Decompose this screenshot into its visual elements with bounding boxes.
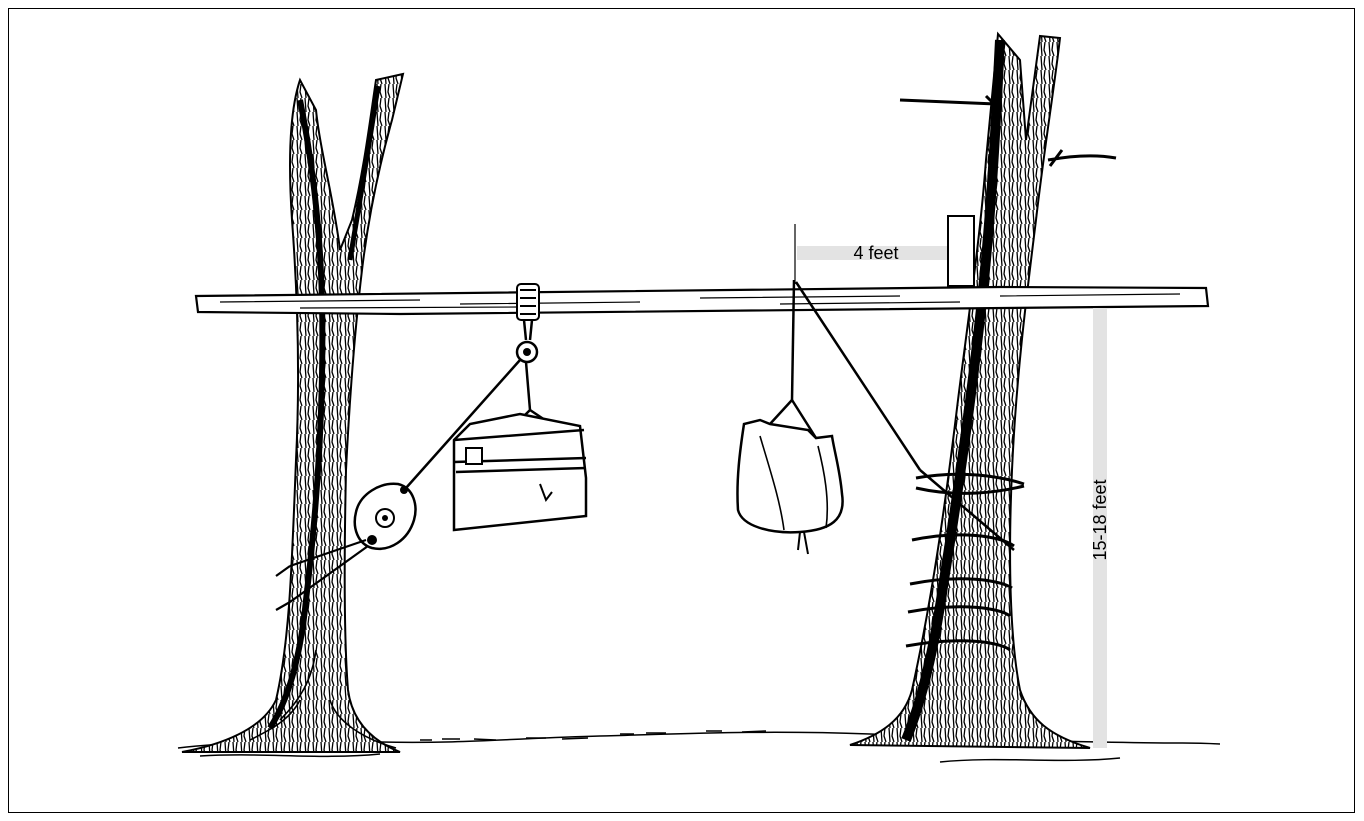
measure-4-feet-label: 4 feet bbox=[853, 243, 898, 263]
left-tree bbox=[182, 74, 403, 752]
pulley-block bbox=[517, 284, 539, 362]
measure-height-label: 15-18 feet bbox=[1090, 479, 1110, 560]
food-cooler bbox=[454, 414, 586, 530]
measure-4-feet: 4 feet bbox=[795, 224, 947, 284]
measure-height: 15-18 feet bbox=[1090, 308, 1110, 748]
food-bag bbox=[737, 420, 842, 554]
